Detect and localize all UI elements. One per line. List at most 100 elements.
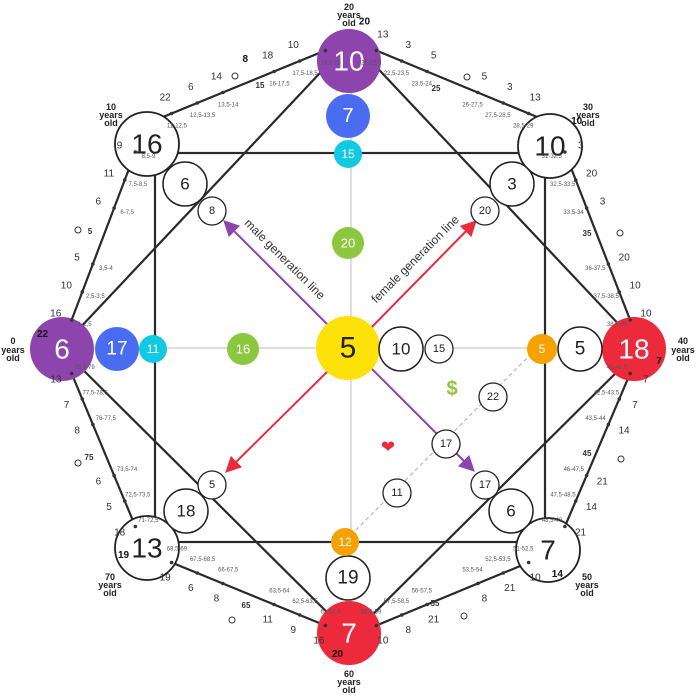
segment-dot <box>297 613 302 617</box>
bottom-right-inner-value: 6 <box>506 502 515 521</box>
right-white-node <box>557 326 603 372</box>
age-75-marker <box>74 459 82 467</box>
segment-value: 21 <box>597 477 609 488</box>
segment-value: 5 <box>431 50 437 61</box>
segment-value: 10 <box>530 573 542 584</box>
svg-text:old: old <box>6 353 20 363</box>
age-range-label: 58,5-59 <box>361 610 382 616</box>
right-outer-value: 18 <box>618 334 649 365</box>
left-green-value: 16 <box>236 342 250 357</box>
age-range-label: 6-7,5 <box>120 210 134 216</box>
svg-text:70: 70 <box>105 572 115 582</box>
segment-key-value: 8 <box>243 54 249 65</box>
age-range-label: 43,5-44 <box>585 416 606 422</box>
segment-value: 7 <box>643 375 649 386</box>
age-range-label: 62,5-63,5 <box>292 599 318 605</box>
segment-value: 13 <box>530 92 542 103</box>
segment-dot <box>617 290 622 294</box>
age-0-label: 0 years old <box>1 336 25 363</box>
age-range-label: 61-62,5 <box>321 610 342 616</box>
age-range-label: 67,5-68,5 <box>190 557 216 563</box>
left-blue-node <box>95 327 139 371</box>
segment-dot <box>122 499 127 503</box>
segment-value: 22 <box>160 92 172 103</box>
top-cyan-value: 15 <box>341 147 355 161</box>
age-range-label: 23,5-24 <box>412 81 433 87</box>
svg-text:old: old <box>104 118 118 128</box>
segment-dot <box>195 101 200 105</box>
top-left-inner-node <box>162 161 208 207</box>
age-range-label: 12,5-13,5 <box>190 113 216 119</box>
segment-dot <box>91 262 95 266</box>
age-range-label: 8,5-9 <box>142 154 156 160</box>
svg-text:years: years <box>1 345 25 355</box>
left-cyan-value: 11 <box>147 342 160 356</box>
bottom-left-corner-value: 13 <box>131 533 162 564</box>
segment-value: 3 <box>578 140 584 151</box>
segment-dot <box>374 623 379 628</box>
age-70-label: 70 years old <box>98 572 122 598</box>
age-range-label: 13,5-14 <box>218 102 239 108</box>
segment-value: 5 <box>482 71 488 82</box>
segment-dot <box>169 111 174 116</box>
age-45-label: 45 <box>583 449 592 458</box>
segment-dot <box>80 397 85 401</box>
age-55-marker <box>460 612 468 620</box>
svg-text:years: years <box>337 677 361 687</box>
center-right-node-a <box>378 326 424 372</box>
segment-value: 9 <box>291 625 297 636</box>
age-55-label: 55 <box>431 599 440 608</box>
age-25-marker <box>463 73 471 81</box>
svg-text:years: years <box>99 110 123 120</box>
age-range-label: 52,5-53,5 <box>485 557 511 563</box>
age-range-label: 66-67,5 <box>218 568 239 574</box>
top-left-inner-value: 6 <box>180 175 189 194</box>
age-35-marker <box>616 229 624 237</box>
age-range-label: 16-17,5 <box>269 81 290 87</box>
segment-value: 10 <box>61 280 73 291</box>
segment-value: 10 <box>288 40 300 51</box>
segment-key-value: 20 <box>332 649 344 660</box>
age-segments: 1-2,5162,5-3,5103,5-45226-7,567,5-8,5118… <box>37 16 662 659</box>
age-range-label: 1-2,5 <box>78 322 92 328</box>
love-node <box>382 478 412 508</box>
top-right-corner-node <box>517 113 583 179</box>
svg-text:10: 10 <box>106 102 116 112</box>
age-range-label: 17,5-18,5 <box>292 71 318 77</box>
svg-text:20: 20 <box>344 2 354 12</box>
age-60-label: 60 years old <box>337 669 361 695</box>
segment-value: 18 <box>262 50 274 61</box>
age-range-label: 7,5-8,5 <box>128 182 147 188</box>
age-range-label: 77,5-78,5 <box>82 391 108 397</box>
age-range-label: 57,5-58,5 <box>384 599 410 605</box>
top-left-small-node <box>197 196 227 226</box>
age-range-label: 78,5-79 <box>74 365 95 371</box>
segment-dot <box>323 623 328 628</box>
segment-value: 18 <box>114 528 126 539</box>
top-blue-node <box>326 94 370 138</box>
segment-value: 7 <box>64 400 70 411</box>
bottom-left-inner-value: 18 <box>177 502 196 521</box>
male-line-upper <box>223 220 336 333</box>
female-line-label: female generation line <box>368 212 462 306</box>
age-range-label: 63,5-64 <box>269 589 290 595</box>
age-20-label: 20 years old <box>337 2 361 28</box>
segment-value: 10 <box>630 280 642 291</box>
center-right-value-a: 10 <box>392 340 411 359</box>
segment-value: 11 <box>262 615 273 626</box>
female-line-upper <box>366 220 477 333</box>
segment-dot <box>133 150 138 154</box>
segment-dot <box>297 59 302 63</box>
top-cyan-node <box>334 140 362 168</box>
segment-dot <box>476 581 480 586</box>
male-line-label: male generation line <box>242 216 329 303</box>
segment-value: 11 <box>104 168 115 179</box>
svg-text:old: old <box>676 353 690 363</box>
top-outer-node <box>317 29 381 93</box>
bottom-left-small-node <box>197 470 227 500</box>
segment-value: 19 <box>160 573 172 584</box>
age-range-label: 21-22,5 <box>361 60 382 66</box>
segment-dot <box>272 602 276 607</box>
